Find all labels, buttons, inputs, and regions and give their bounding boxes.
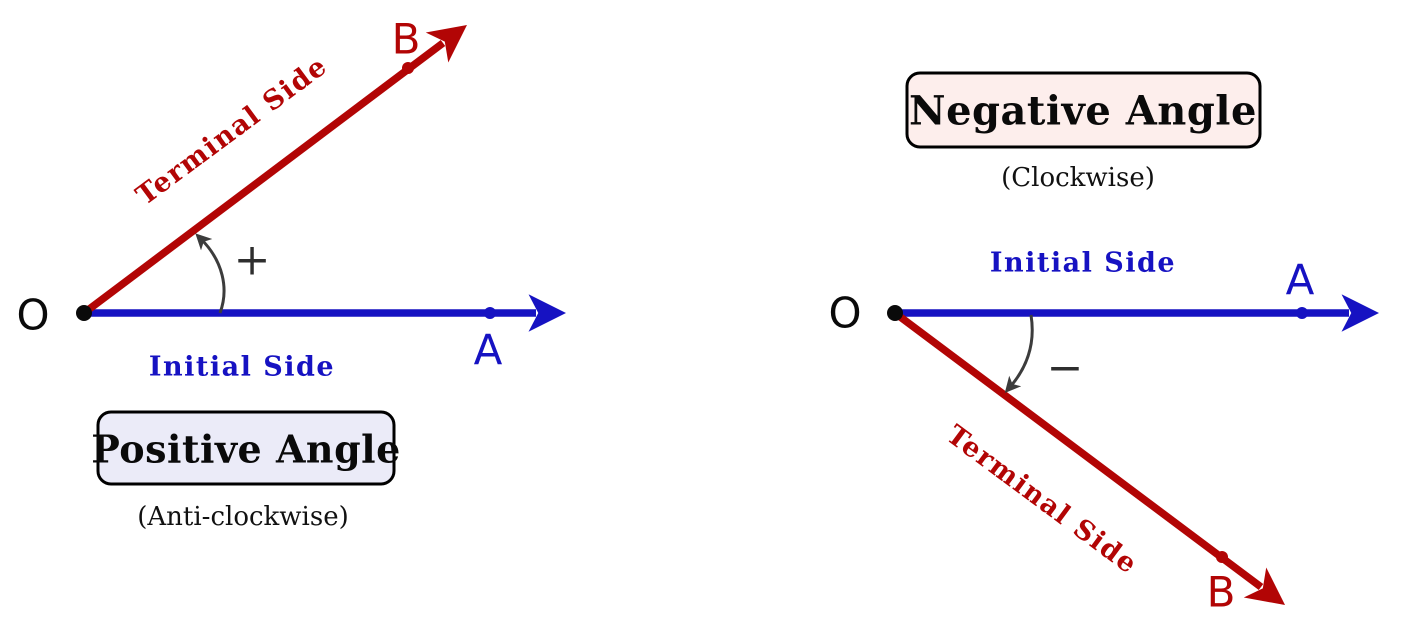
point-a-label: A [474,326,503,375]
terminal-side-label: Terminal Side [131,50,334,211]
negative-angle-figure: Negative Angle (Clockwise) Initial Side … [828,71,1379,617]
terminal-side-ray [892,309,1286,605]
positive-angle-figure: O A B Terminal Side Initial Side + Posit… [16,15,566,532]
origin-label: O [828,289,861,338]
origin-point [76,305,92,321]
point-b [402,62,414,74]
positive-angle-title: Positive Angle [91,427,401,472]
angle-arc-anticlockwise [195,233,226,314]
negative-angle-title-box [905,71,1262,149]
point-a [484,307,496,319]
point-b [1216,551,1228,563]
negative-angle-title: Negative Angle [909,88,1257,135]
positive-angle-subtitle: (Anti-clockwise) [137,502,349,532]
negative-sign: − [1047,343,1084,394]
negative-angle-subtitle: (Clockwise) [1001,163,1155,193]
initial-side-label: Initial Side [149,352,335,383]
origin-point [887,305,903,321]
terminal-side-label: Terminal Side [941,419,1144,580]
point-b-label: B [1207,568,1236,617]
terminal-side-ray [81,24,467,316]
initial-side-label: Initial Side [990,248,1176,279]
point-b-label: B [392,15,421,64]
point-a [1296,307,1308,319]
point-a-label: A [1286,256,1315,305]
positive-sign: + [234,235,271,286]
positive-angle-title-box [96,410,396,486]
origin-label: O [16,291,49,340]
angle-arc-clockwise [1004,314,1034,394]
